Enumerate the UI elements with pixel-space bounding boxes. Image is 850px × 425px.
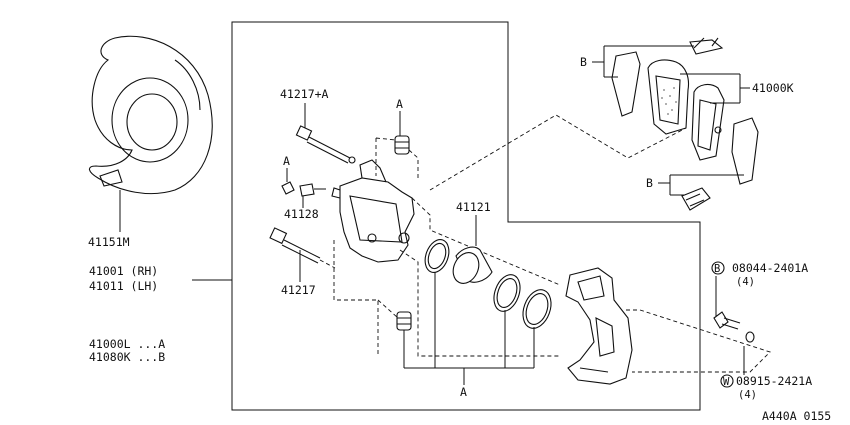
label-washer-mark: W [723, 376, 730, 388]
label-ref-b-bottom: B [646, 176, 653, 190]
bolt-mark-circle [711, 261, 725, 275]
label-ref-a-bottom: A [460, 385, 467, 399]
label-kit-b: 41080K ...B [89, 350, 165, 364]
helper-dash-6 [626, 309, 771, 373]
ref-a-bottom-bracket [403, 272, 535, 385]
ref-b-bottom-bracket [658, 174, 744, 196]
boot-lower [396, 311, 412, 331]
helper-dash-4 [399, 249, 560, 357]
label-caliper-lh: 41011 (LH) [89, 279, 158, 293]
label-ref-b-top: B [580, 55, 587, 69]
bleeder-cap [281, 181, 295, 195]
caliper-bracket [565, 267, 633, 385]
helper-dash-5 [429, 114, 687, 191]
mounting-bolt [713, 311, 741, 330]
lock-washer [745, 331, 755, 343]
assembly-frame [231, 21, 701, 411]
helper-dash-1 [375, 137, 419, 178]
label-pin-lower: 41217 [281, 283, 316, 297]
label-shield: 41151M [88, 235, 130, 249]
label-washer-qty: (4) [738, 389, 757, 401]
piston-boot [522, 289, 552, 329]
anti-squeal-shim-top [689, 37, 724, 55]
dust-shield [88, 35, 213, 195]
pad-clip-right [731, 117, 759, 185]
pad-clip-left [611, 51, 641, 117]
ref-b-top-bracket [592, 45, 694, 78]
brake-pad-inner [691, 83, 725, 161]
label-pad-kit: 41000K [752, 81, 794, 95]
label-washer: 08915-2421A [736, 374, 812, 388]
guide-pin-upper [295, 125, 356, 164]
label-bolt-mark: B [714, 263, 720, 275]
guide-pin-lower [269, 227, 336, 269]
label-pin-upper: 41217+A [280, 87, 329, 101]
label-bleeder: 41128 [284, 207, 319, 221]
label-ref-a-top: A [396, 97, 403, 111]
caliper-body [331, 159, 415, 263]
pad-kit-bracket [680, 73, 750, 104]
washer-mark-circle [720, 374, 734, 388]
label-ref-a-left: A [283, 154, 290, 168]
label-kit-a: 41000L ...A [89, 337, 165, 351]
label-bolt: 08044-2401A [732, 261, 808, 275]
label-caliper-rh: 41001 (RH) [89, 264, 158, 278]
bleeder-screw [299, 183, 326, 197]
piston [452, 246, 493, 284]
anti-squeal-shim-bottom [681, 187, 711, 211]
brake-pad-outer [647, 59, 690, 135]
boot-upper [394, 135, 410, 155]
label-diagram-code: A440A 0155 [762, 409, 831, 423]
piston-seal-1 [424, 239, 450, 273]
piston-seal-2 [493, 274, 521, 312]
label-bolt-qty: (4) [736, 276, 755, 288]
helper-dash-2 [333, 240, 399, 356]
label-piston: 41121 [456, 200, 491, 214]
